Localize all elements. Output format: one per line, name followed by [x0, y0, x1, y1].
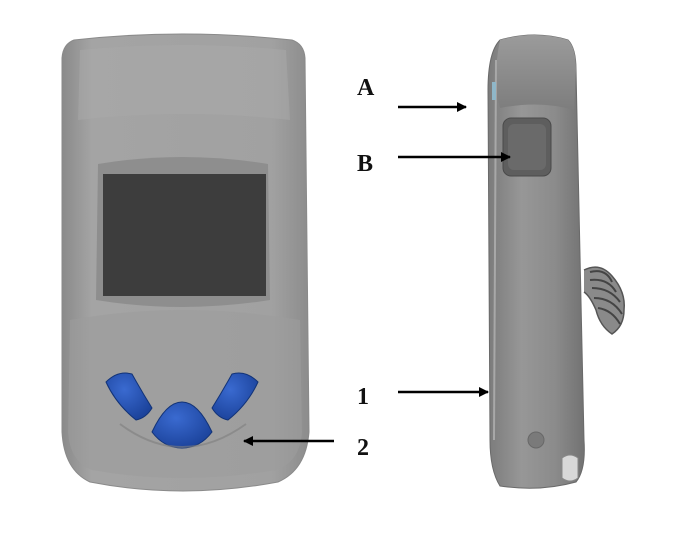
keypad-left-key: [105, 372, 153, 421]
bottom-port: [527, 431, 545, 449]
callout-label-a: A: [357, 75, 375, 101]
device-front-bevel: [78, 45, 290, 120]
coiled-cable: [583, 266, 625, 335]
callout-label-1: 1: [357, 384, 369, 410]
side-button-face: [508, 124, 546, 170]
keypad-recess: [119, 423, 247, 448]
side-led-indicator: [492, 82, 496, 100]
device-front-lower-panel: [68, 310, 302, 478]
device-screen: [103, 174, 266, 296]
device-side-view: [487, 34, 625, 489]
callout-label-b: B: [357, 151, 374, 177]
bottom-connector: [561, 454, 579, 482]
callout-arrows: [243, 102, 511, 446]
device-side-edge: [493, 59, 497, 441]
callout-label-2: 2: [357, 435, 369, 461]
device-front-view: [61, 33, 310, 492]
keypad-right-key: [211, 372, 259, 421]
device-side-top: [496, 35, 576, 110]
keypad: [105, 372, 259, 449]
